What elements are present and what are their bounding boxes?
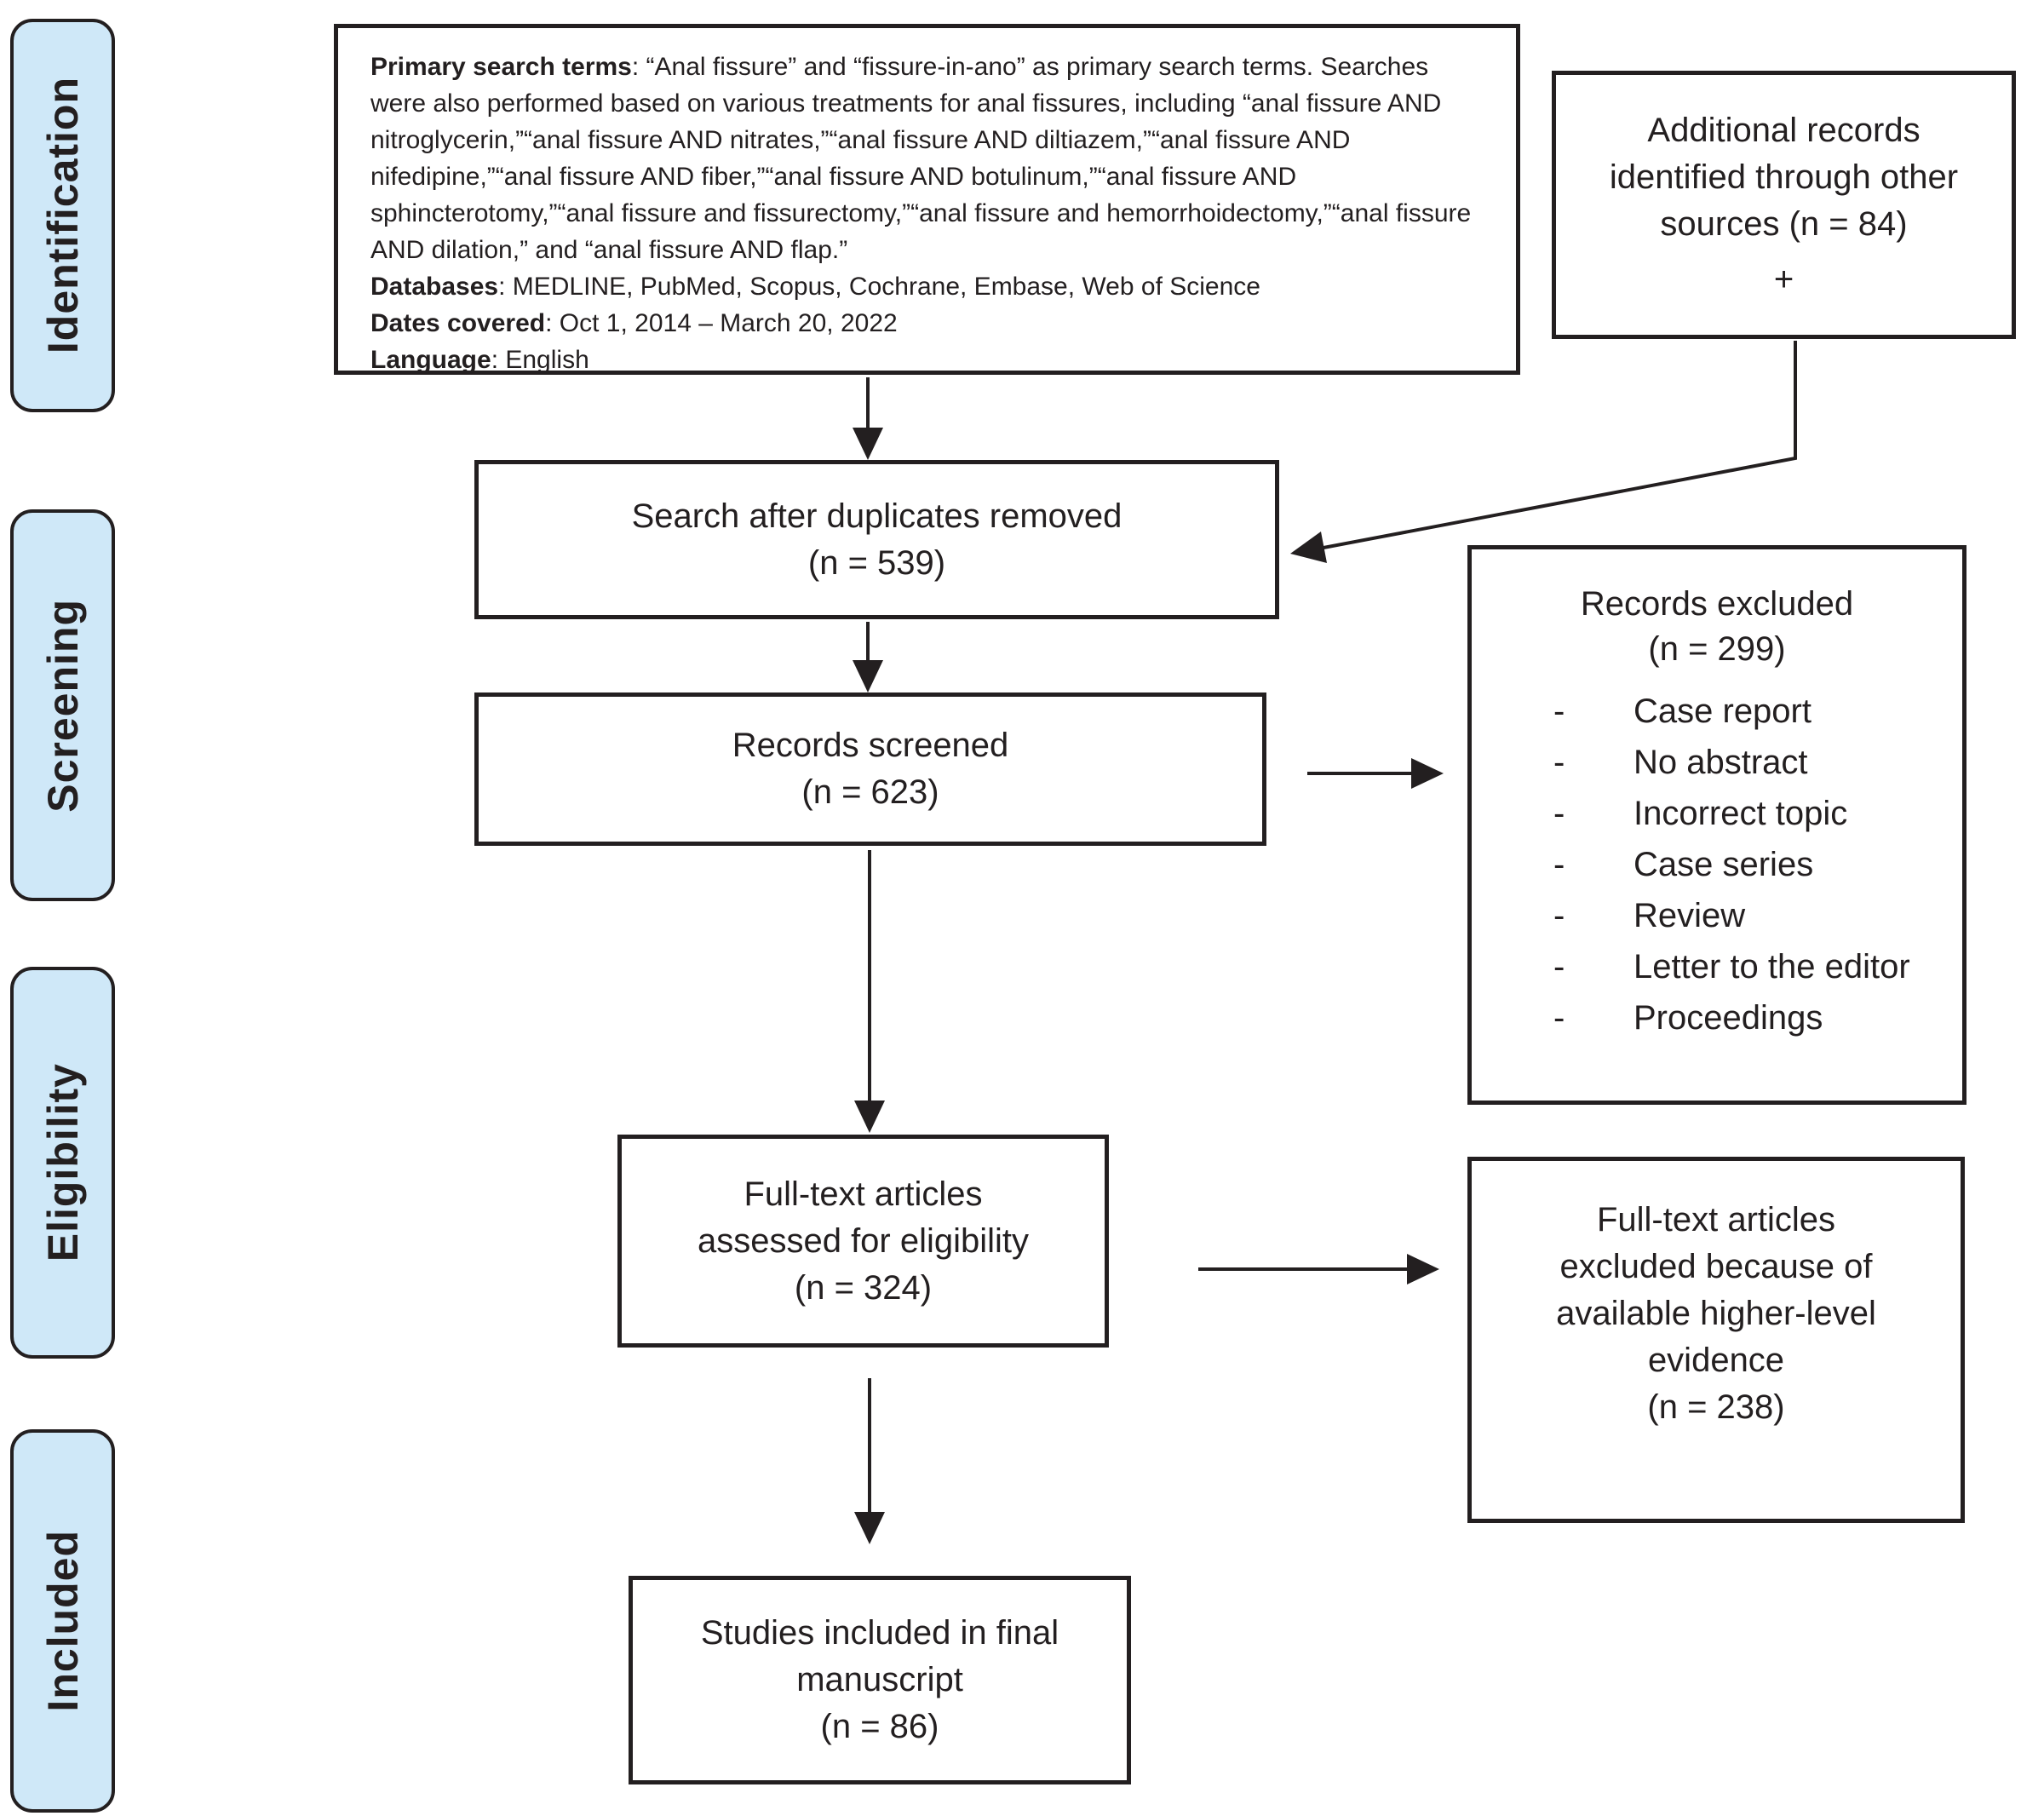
duplicates-removed-line-1: Search after duplicates removed: [631, 497, 1122, 535]
exclusion-reason-item: - Proceedings: [1553, 996, 1937, 1041]
hyphen-bullet: -: [1553, 795, 1565, 832]
exclusion-reason-text: Proceedings: [1633, 999, 1823, 1037]
fulltext-excluded-line-1: Full-text articles: [1596, 1201, 1836, 1238]
exclusion-reason-text: Incorrect topic: [1633, 795, 1848, 832]
duplicates-removed-box: Search after duplicates removed (n = 539…: [474, 460, 1279, 619]
search-terms-box: Primary search terms: “Anal fissure” and…: [334, 24, 1520, 375]
dates-covered-label: Dates covered: [370, 309, 546, 337]
stage-eligibility-label: Eligibility: [38, 1063, 87, 1262]
exclusion-reason-text: Review: [1633, 897, 1746, 934]
studies-included-line-2: manuscript: [796, 1661, 963, 1698]
exclusion-reason-text: Case report: [1633, 692, 1811, 730]
additional-records-box: Additional records identified through ot…: [1552, 71, 2016, 339]
arrow-duplicates-to-screened: [853, 622, 883, 692]
additional-records-plus-sign: +: [1773, 260, 1794, 298]
exclusion-reason-item: - No abstract: [1553, 740, 1937, 785]
additional-records-line-2: identified through other: [1609, 158, 1959, 196]
fulltext-assessed-box: Full-text articles assessed for eligibil…: [617, 1135, 1109, 1348]
search-terms-paragraph: Primary search terms: “Anal fissure” and…: [370, 49, 1484, 268]
dates-covered-line: Dates covered: Oct 1, 2014 – March 20, 2…: [370, 305, 1484, 342]
stage-included: Included: [10, 1429, 115, 1813]
studies-included-count: (n = 86): [820, 1708, 939, 1745]
hyphen-bullet: -: [1553, 846, 1565, 883]
stage-identification: Identification: [10, 19, 115, 412]
fulltext-excluded-line-2: excluded because of: [1559, 1248, 1873, 1285]
stage-included-label: Included: [38, 1530, 87, 1712]
records-excluded-title: Records excluded: [1580, 585, 1854, 623]
hyphen-bullet: -: [1553, 948, 1565, 986]
records-screened-box: Records screened (n = 623): [474, 692, 1266, 846]
studies-included-line-1: Studies included in final: [700, 1614, 1059, 1652]
arrow-screened-to-excluded: [1307, 758, 1444, 789]
language-label: Language: [370, 346, 491, 374]
exclusion-reason-item: - Review: [1553, 894, 1937, 939]
studies-included-box: Studies included in final manuscript (n …: [629, 1576, 1131, 1784]
stage-screening: Screening: [10, 509, 115, 901]
arrow-fulltext-to-included: [854, 1378, 885, 1544]
hyphen-bullet: -: [1553, 744, 1565, 781]
records-screened-line-1: Records screened: [732, 727, 1009, 764]
dates-covered-text: : Oct 1, 2014 – March 20, 2022: [545, 309, 898, 337]
additional-records-line-1: Additional records: [1647, 111, 1921, 149]
language-line: Language: English: [370, 342, 1484, 378]
stage-identification-label: Identification: [38, 77, 87, 354]
fulltext-excluded-count: (n = 238): [1647, 1388, 1785, 1426]
records-excluded-box: Records excluded (n = 299) - Case report …: [1467, 545, 1966, 1105]
exclusion-reason-item: - Incorrect topic: [1553, 791, 1937, 836]
stage-screening-label: Screening: [38, 598, 87, 813]
duplicates-removed-count: (n = 539): [807, 543, 946, 582]
primary-search-terms-label: Primary search terms: [370, 53, 632, 81]
stage-eligibility: Eligibility: [10, 967, 115, 1359]
arrow-search-to-duplicates: [853, 377, 883, 460]
primary-search-terms-text: : “Anal fissure” and “fissure-in-ano” as…: [370, 53, 1472, 264]
hyphen-bullet: -: [1553, 897, 1565, 934]
exclusion-reason-item: - Case series: [1553, 842, 1937, 888]
exclusion-reason-item: - Case report: [1553, 689, 1937, 734]
exclusion-reason-text: No abstract: [1633, 744, 1808, 781]
records-excluded-count: (n = 299): [1648, 630, 1786, 668]
fulltext-assessed-line-1: Full-text articles: [744, 1175, 983, 1213]
hyphen-bullet: -: [1553, 999, 1565, 1037]
fulltext-excluded-line-4: evidence: [1647, 1342, 1785, 1379]
databases-label: Databases: [370, 273, 499, 301]
arrow-screened-to-fulltext: [854, 850, 885, 1133]
databases-line: Databases: MEDLINE, PubMed, Scopus, Coch…: [370, 268, 1484, 305]
fulltext-excluded-line-3: available higher-level: [1556, 1295, 1876, 1332]
fulltext-assessed-line-2: assessed for eligibility: [697, 1221, 1030, 1260]
records-screened-count: (n = 623): [801, 773, 939, 811]
databases-text: : MEDLINE, PubMed, Scopus, Cochrane, Emb…: [498, 273, 1260, 301]
exclusion-reasons-list: - Case report - No abstract - Incorrect top…: [1472, 689, 1962, 1047]
language-text: : English: [491, 346, 589, 374]
fulltext-assessed-count: (n = 324): [794, 1268, 933, 1307]
exclusion-reason-item: - Letter to the editor: [1553, 945, 1937, 990]
exclusion-reason-text: Case series: [1633, 846, 1814, 883]
exclusion-reason-text: Letter to the editor: [1633, 948, 1910, 986]
fulltext-excluded-box: Full-text articles excluded because of a…: [1467, 1157, 1965, 1523]
hyphen-bullet: -: [1553, 692, 1565, 730]
additional-records-line-3: sources (n = 84): [1660, 204, 1908, 243]
arrow-fulltext-to-excluded: [1198, 1254, 1439, 1284]
